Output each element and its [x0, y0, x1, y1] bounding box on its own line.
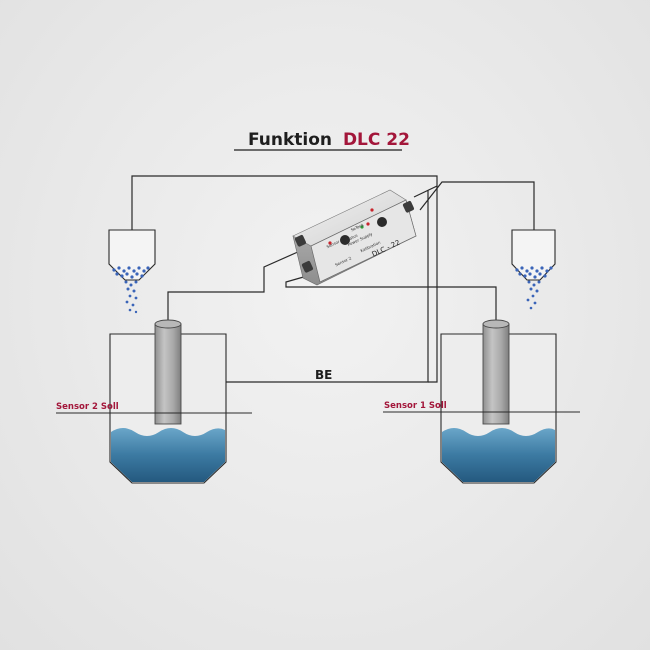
cable-glands — [294, 201, 414, 273]
wire-top-left — [131, 175, 438, 230]
wire-top-right — [419, 181, 535, 230]
hopper-left — [108, 229, 156, 314]
granules-left — [112, 266, 150, 314]
sensor-2-label: Sensor 2 Soll — [56, 402, 119, 412]
led-red-3-icon — [370, 208, 374, 212]
device-status-label: Status — [345, 233, 359, 243]
title-product: DLC 22 — [343, 130, 410, 150]
led-green-icon — [360, 225, 364, 229]
led-red-2-icon — [366, 222, 370, 226]
diagram-title: Funktion DLC 22 — [234, 130, 410, 151]
wiring — [131, 175, 535, 383]
liquid-right — [442, 428, 555, 482]
wire-sensor2 — [167, 250, 301, 322]
sensor-rod-left — [154, 319, 182, 425]
dlc22-device: SeTeck Status Power Supply Kalibration S… — [292, 189, 417, 286]
wire-be-right — [428, 186, 438, 383]
led-red-1-icon — [328, 241, 332, 245]
wire-sensor1 — [285, 275, 497, 322]
liquid-left — [111, 428, 225, 482]
device-brand: SeTeck — [350, 222, 365, 233]
sensor-1-button — [377, 217, 387, 227]
title-prefix: Funktion — [248, 130, 332, 150]
granules-right — [515, 266, 553, 310]
hopper-right — [511, 229, 556, 310]
sensor-rod-right — [482, 319, 510, 425]
sensor-2-button — [340, 235, 350, 245]
be-label: BE — [315, 368, 332, 382]
svg-text:Funktion DLC 22: Funktion DLC 22 — [248, 130, 410, 150]
sensor-1-label: Sensor 1 Soll — [384, 401, 447, 411]
